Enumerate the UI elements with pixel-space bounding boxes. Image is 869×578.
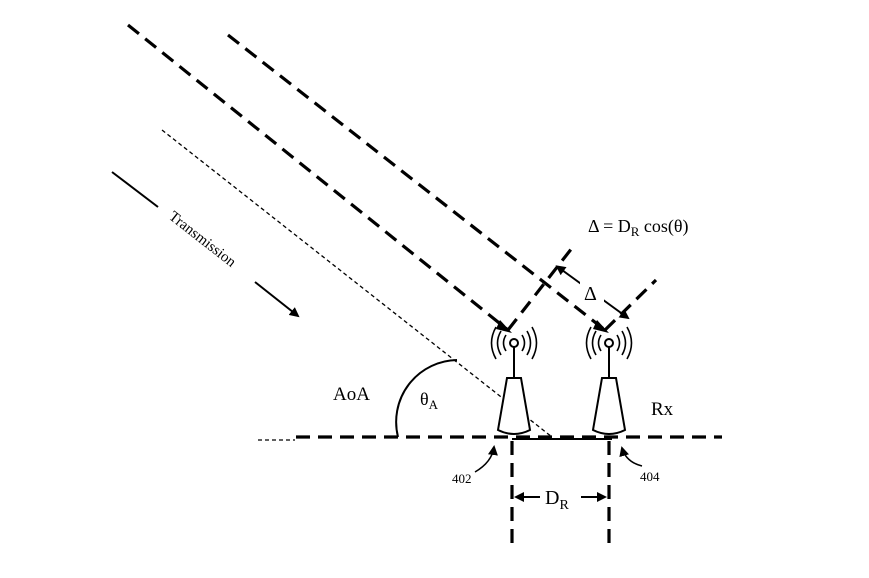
theta-label: θA xyxy=(420,389,439,412)
aoa-label: AoA xyxy=(333,384,370,405)
transmission-arrow-tail xyxy=(112,172,158,207)
ref-402-leader xyxy=(475,447,494,472)
antenna-404-signal-right-icon xyxy=(617,327,632,359)
ref-402-label: 402 xyxy=(452,471,472,486)
antenna-404 xyxy=(587,327,632,434)
antenna-402-tip xyxy=(510,339,518,347)
antenna-404-body xyxy=(593,378,625,434)
antenna-402-signal-left-icon xyxy=(492,327,507,359)
antenna-402 xyxy=(492,327,537,434)
antenna-404-signal-left-icon xyxy=(587,327,602,359)
dr-label: DR xyxy=(545,487,569,513)
wavefront-line-2 xyxy=(605,280,656,330)
antenna-402-body xyxy=(498,378,530,434)
wavefront-line-1 xyxy=(508,248,572,330)
signal-ray-1 xyxy=(128,25,508,330)
signal-ray-2 xyxy=(228,35,605,330)
rx-label: Rx xyxy=(651,399,674,420)
delta-label: Δ xyxy=(584,283,597,305)
antenna-402-signal-right-icon xyxy=(522,327,537,359)
delta-formula: Δ = DR cos(θ) xyxy=(588,216,689,239)
ref-404-label: 404 xyxy=(640,469,660,484)
antenna-404-tip xyxy=(605,339,613,347)
transmission-label: Transmission xyxy=(166,209,240,271)
transmission-arrow-head xyxy=(255,282,298,316)
ref-404-leader xyxy=(622,448,642,466)
